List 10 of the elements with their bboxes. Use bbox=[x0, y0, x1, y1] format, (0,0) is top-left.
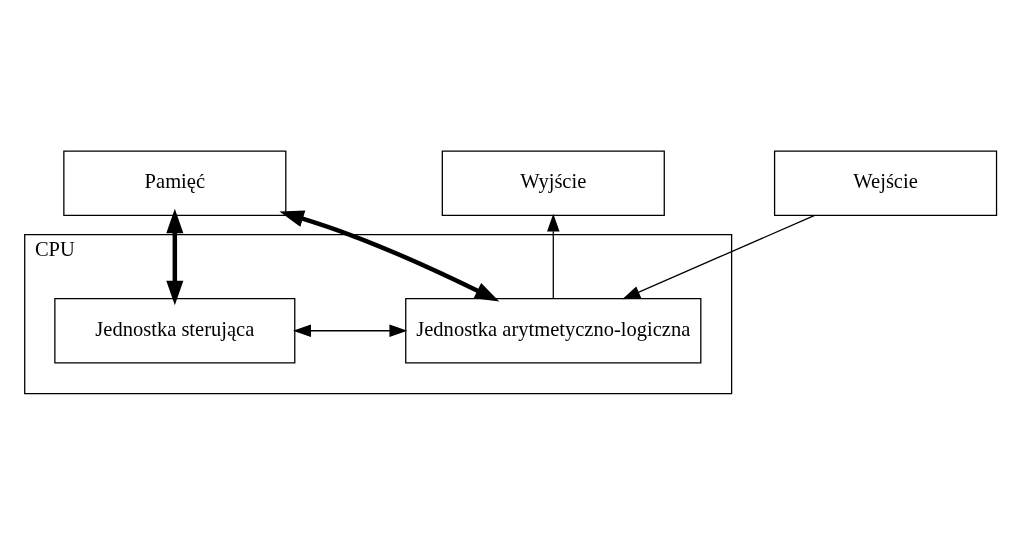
arrow bbox=[622, 214, 816, 299]
node-box: Pamięć bbox=[63, 150, 287, 216]
arrow bbox=[547, 213, 560, 299]
arrow bbox=[279, 210, 500, 301]
node-box: Wejście bbox=[773, 150, 998, 216]
node-box: Wyjście bbox=[441, 150, 665, 216]
node-box: Jednostka sterująca bbox=[54, 297, 296, 363]
arrow bbox=[166, 208, 184, 305]
arrow bbox=[293, 323, 408, 337]
node-box: Jednostka arytmetyczno-logiczna bbox=[405, 297, 702, 363]
